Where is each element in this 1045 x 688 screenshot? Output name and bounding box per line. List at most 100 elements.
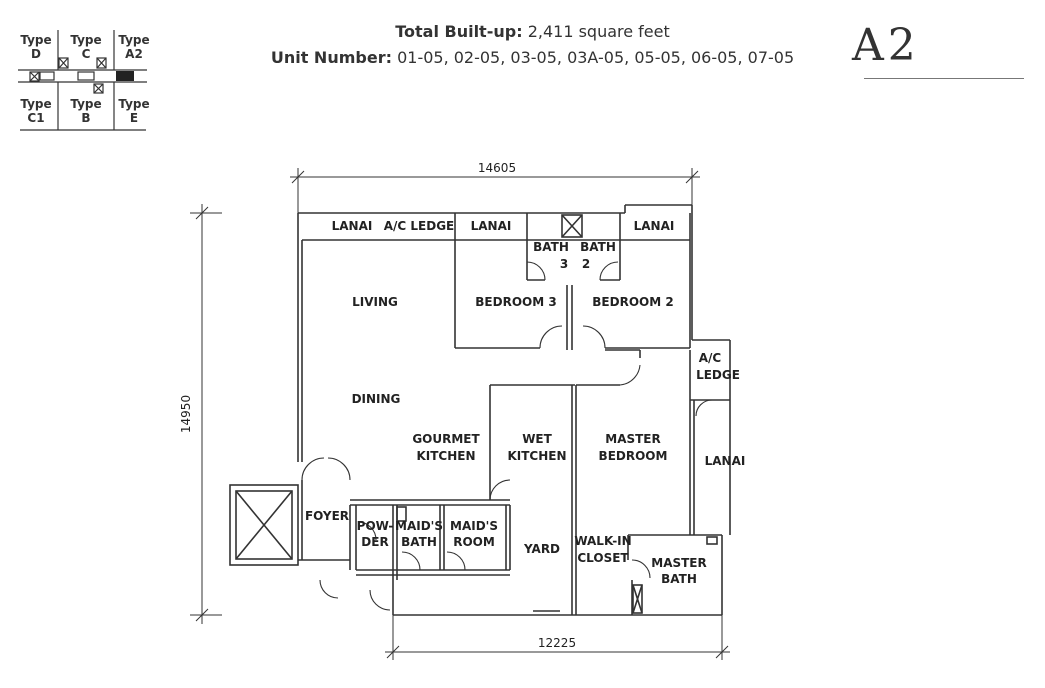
label-gourmet-kitchen: GOURMET xyxy=(412,432,480,446)
dimension-tick xyxy=(685,170,699,184)
key-plan-lift xyxy=(96,57,107,69)
label-lanai: LANAI xyxy=(471,219,512,233)
label-powder: DER xyxy=(361,535,388,549)
key-plan-type-label: C xyxy=(82,47,91,61)
yard-door xyxy=(369,589,391,611)
master-door xyxy=(619,364,641,386)
walls xyxy=(229,204,731,616)
doors xyxy=(301,261,713,611)
dimension-tick xyxy=(386,645,400,659)
label-walk-in-closet: CLOSET xyxy=(577,551,629,565)
built-up-label: Total Built-up: xyxy=(395,22,523,41)
key-plan-lift xyxy=(58,57,69,69)
label-bath-3: BATH xyxy=(533,240,569,254)
powder-door xyxy=(357,521,377,541)
key-plan-type-label: C1 xyxy=(27,111,44,125)
dimension-tick xyxy=(195,206,209,220)
label-bedroom-2: BEDROOM 2 xyxy=(592,295,673,309)
kitchen-door xyxy=(489,479,511,501)
key-plan-type-label: Type xyxy=(70,33,101,47)
ac-ledge-door xyxy=(695,399,713,417)
title-underline xyxy=(864,78,1024,79)
label-wet-kitchen: WET xyxy=(522,432,552,446)
maids-bath-shaft xyxy=(396,506,407,522)
label-bath-2: BATH xyxy=(580,240,616,254)
bath3-door xyxy=(526,261,546,281)
key-plan-lift xyxy=(93,83,104,94)
label-foyer: FOYER xyxy=(305,509,349,523)
key-plan-type-label: D xyxy=(31,47,41,61)
key-plan-type-label: Type xyxy=(20,33,51,47)
key-plan-type-label: Type xyxy=(118,97,149,111)
label-powder: POW- xyxy=(357,519,394,533)
master-bath-door xyxy=(631,559,651,579)
label-bath-3-number: 3 xyxy=(560,257,568,271)
dimension-lines xyxy=(190,168,730,660)
label-master-bath: BATH xyxy=(661,572,697,586)
key-plan-type-label: Type xyxy=(20,97,51,111)
left-dimension-label: 14950 xyxy=(179,395,193,433)
key-plan-type-label: Type xyxy=(70,97,101,111)
lift-lobby xyxy=(229,484,299,566)
built-up-value: 2,411 square feet xyxy=(527,22,670,41)
maids-bath-door xyxy=(401,551,421,571)
label-ac-ledge-2: A/C xyxy=(699,351,722,365)
bottom-dimension-label: 12225 xyxy=(538,636,576,650)
label-maids-room: ROOM xyxy=(453,535,495,549)
unit-type-title: A2 xyxy=(852,20,920,71)
master-bath-shaft xyxy=(632,584,643,614)
master-bath-fixture xyxy=(706,536,718,545)
key-plan-stair xyxy=(77,71,95,81)
label-maids-room: MAID'S xyxy=(450,519,498,533)
maids-room-door xyxy=(446,551,466,571)
label-bedroom-3: BEDROOM 3 xyxy=(475,295,556,309)
top-dimension-label: 14605 xyxy=(478,161,516,175)
label-wet-kitchen: KITCHEN xyxy=(507,449,566,463)
main-door-right xyxy=(327,457,351,481)
dimension-tick xyxy=(195,608,209,622)
key-plan-stair xyxy=(39,71,55,81)
label-master-bedroom: BEDROOM xyxy=(599,449,668,463)
key-plan-type-label: A2 xyxy=(125,47,143,61)
service-door xyxy=(319,579,339,599)
key-plan-lift xyxy=(93,83,104,94)
key-plan-type-label: B xyxy=(81,111,90,125)
label-master-bedroom: MASTER xyxy=(605,432,661,446)
key-plan-lift xyxy=(58,57,69,69)
label-maids-bath: BATH xyxy=(401,535,437,549)
label-lanai: LANAI xyxy=(332,219,373,233)
label-gourmet-kitchen: KITCHEN xyxy=(416,449,475,463)
unit-number-value: 01-05, 02-05, 03-05, 03A-05, 05-05, 06-0… xyxy=(397,48,795,67)
label-dining: DINING xyxy=(352,392,401,406)
lift-shaft xyxy=(235,490,293,560)
master-bath-shaft xyxy=(632,584,643,614)
key-plan-unit-highlight xyxy=(116,71,134,81)
service-shaft-cross xyxy=(561,214,583,238)
main-door-left xyxy=(301,457,325,481)
bath2-door xyxy=(599,261,619,281)
key-plan-lift xyxy=(29,71,40,82)
dimension-tick xyxy=(715,645,729,659)
unit-number-label: Unit Number: xyxy=(270,48,392,67)
key-plan-lift xyxy=(96,57,107,69)
label-lanai: LANAI xyxy=(705,454,746,468)
built-up-line: Total Built-up: 2,411 square feet xyxy=(10,22,1045,41)
room-labels: LANAI A/C LEDGE LANAI BATH 3 BATH 2 LANA… xyxy=(305,219,745,586)
label-master-bath: MASTER xyxy=(651,556,707,570)
key-plan-lift xyxy=(29,71,40,82)
label-maids-bath: MAID'S xyxy=(395,519,443,533)
label-living: LIVING xyxy=(352,295,398,309)
label-bath-2-number: 2 xyxy=(582,257,590,271)
label-walk-in-closet: WALK-IN xyxy=(574,534,631,548)
key-plan-type-label: Type xyxy=(118,33,149,47)
bedroom3-door xyxy=(539,325,563,349)
lift-shaft-cross xyxy=(235,490,293,560)
key-plan-type-label: E xyxy=(130,111,138,125)
dimension-tick xyxy=(291,170,305,184)
bedroom2-door xyxy=(582,325,606,349)
label-yard: YARD xyxy=(523,542,560,556)
label-lanai: LANAI xyxy=(634,219,675,233)
label-ac-ledge: A/C LEDGE xyxy=(384,219,455,233)
